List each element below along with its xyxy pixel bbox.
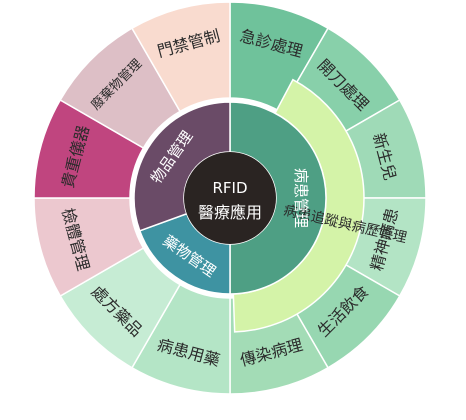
center-disc <box>184 152 276 244</box>
middle-ring <box>133 101 327 295</box>
mid-label-patient: 病患管理 <box>292 168 310 228</box>
center-title-medical: 醫療應用 <box>198 203 262 222</box>
outer-segment-access <box>130 1 231 113</box>
center-title-rfid: RFID <box>212 179 247 197</box>
